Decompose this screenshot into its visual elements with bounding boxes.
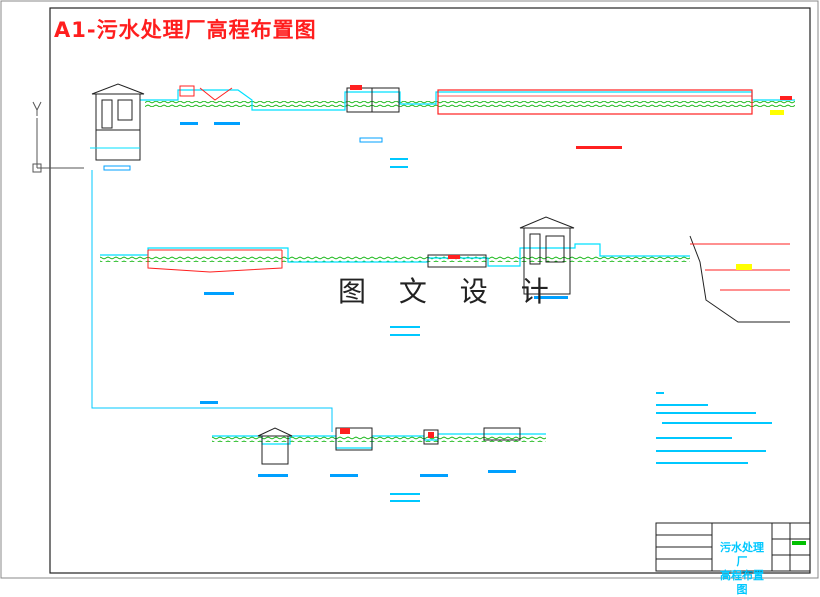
inner-frame — [49, 7, 811, 574]
row2-profile — [100, 216, 790, 336]
row3-profile — [212, 427, 546, 502]
drawing-name-line2: 高程布置图 — [720, 569, 764, 596]
title-block-drawing-name: 污水处理厂 高程布置图 — [715, 541, 769, 597]
outer-frame — [0, 0, 819, 579]
ucs-axis-icon — [32, 101, 84, 173]
drawing-sheet — [0, 0, 819, 579]
row1-profile — [90, 83, 795, 171]
return-pipe — [91, 170, 333, 432]
drawing-title: A1-污水处理厂高程布置图 — [54, 18, 317, 42]
watermark-text: 图 文 设 计 — [338, 275, 561, 308]
drawing-name-line1: 污水处理厂 — [720, 541, 764, 568]
notes-block — [656, 392, 772, 464]
title-block — [655, 522, 811, 572]
